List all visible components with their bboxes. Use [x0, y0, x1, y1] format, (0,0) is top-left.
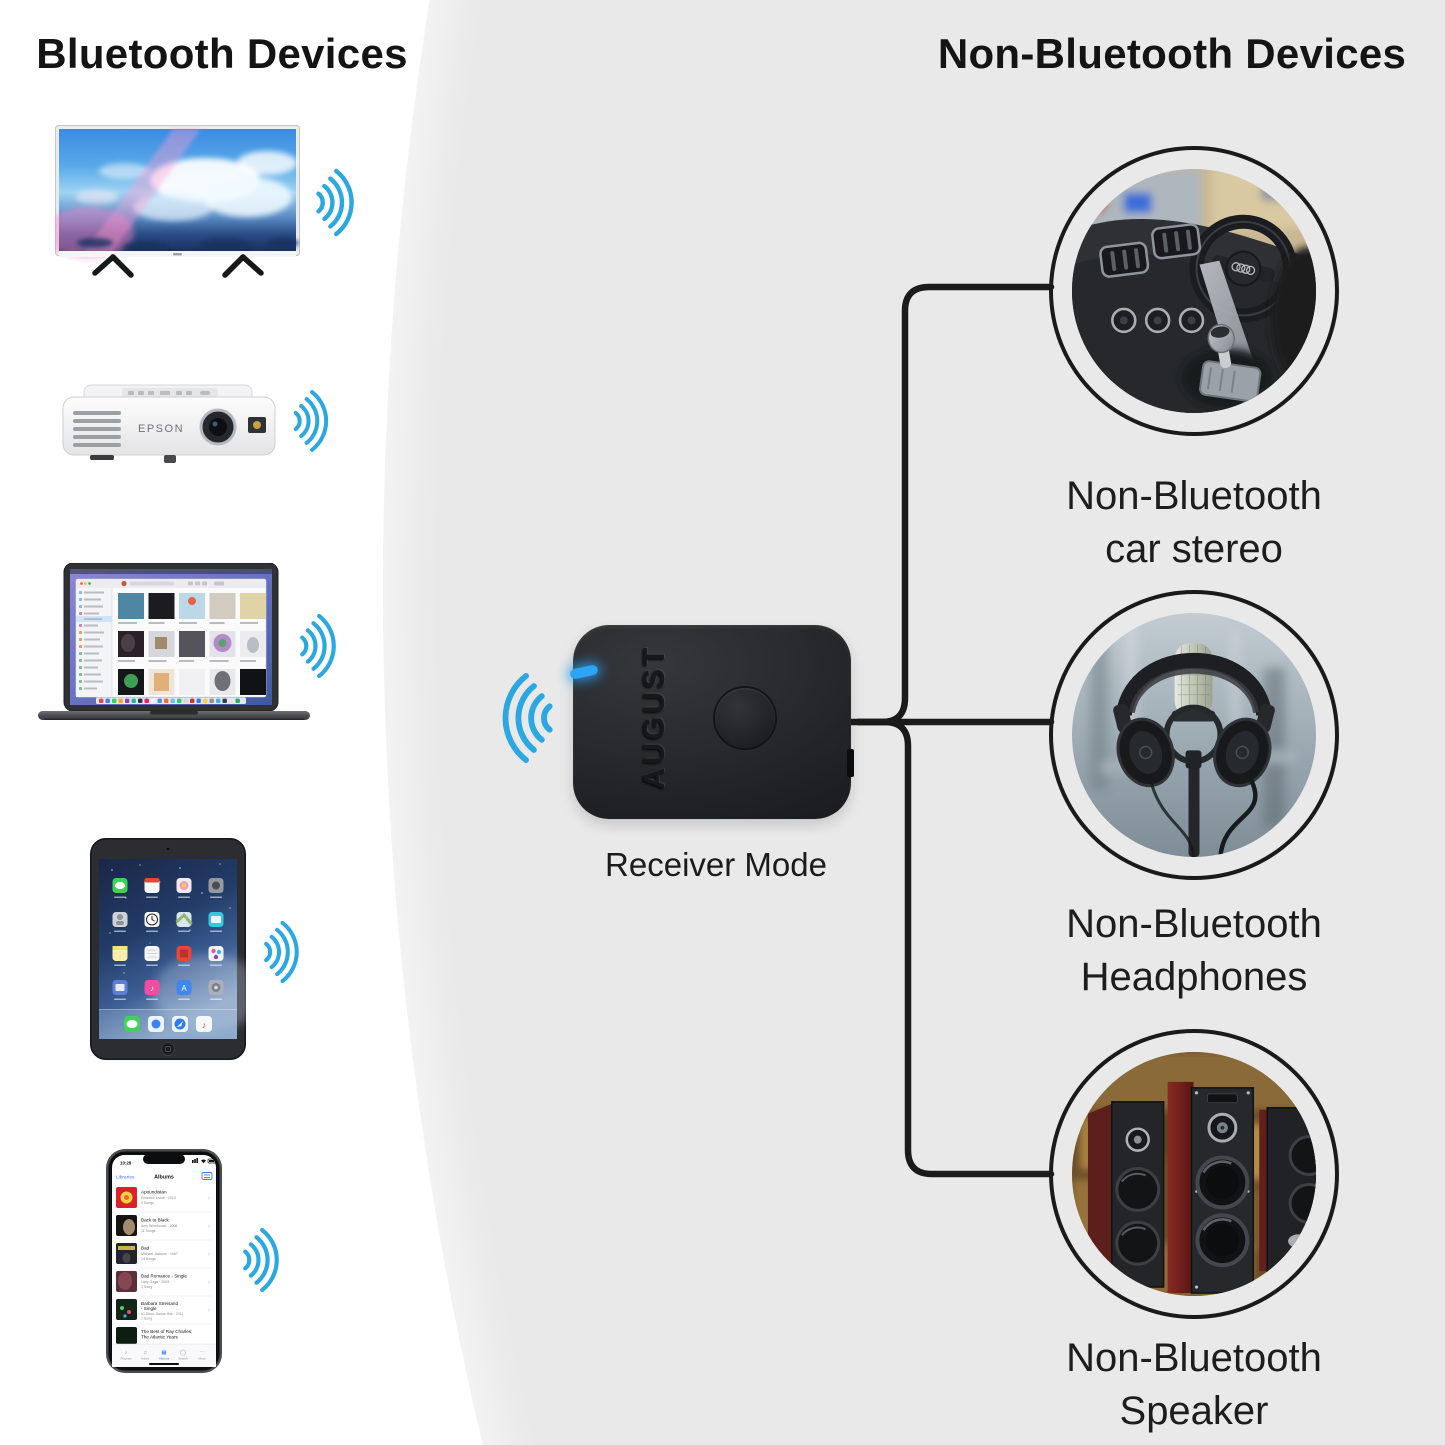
phone-tab-bar: ♪ ♫ ▦ ◯ ⋯ Playlists Artists Albums Searc… — [112, 1343, 216, 1367]
tablet-illustration: ♪ A ♪ — [90, 838, 246, 1060]
album-list: Apoundistan Federico Iovine · 2010 2 Son… — [116, 1187, 212, 1344]
svg-text:♪: ♪ — [150, 984, 154, 993]
phone-illustration: 10:28 Libraries Albums Apoundistan Feder… — [105, 1148, 223, 1374]
signal-waves-icon — [294, 614, 340, 678]
chevron-right-icon: › — [208, 1308, 210, 1314]
svg-text:Amy Winehouse · 2006: Amy Winehouse · 2006 — [141, 1224, 177, 1228]
phone-status-time: 10:28 — [120, 1161, 132, 1166]
svg-text:A: A — [181, 984, 187, 993]
svg-text:Back to Black: Back to Black — [141, 1218, 170, 1223]
signal-waves-icon — [497, 668, 561, 768]
chevron-right-icon: › — [208, 1224, 210, 1230]
projector-brand-label: EPSON — [138, 423, 184, 435]
left-speaker — [1087, 1101, 1165, 1290]
signal-waves-icon — [258, 921, 303, 983]
speaker-circle — [1049, 1029, 1339, 1319]
speaker-label: Non-Bluetooth Speaker — [1066, 1336, 1322, 1433]
receiver-brand-label: AUGUST — [638, 644, 671, 790]
sort-icon — [201, 1172, 213, 1180]
svg-text:Barbara Streisand: Barbara Streisand — [141, 1301, 178, 1306]
aux-port — [847, 749, 854, 777]
headphones-label: Non-Bluetooth Headphones — [1066, 902, 1322, 999]
mode-button — [715, 688, 775, 748]
chevron-right-icon: › — [208, 1196, 210, 1202]
svg-text:More: More — [198, 1357, 205, 1361]
svg-text:Playlists: Playlists — [120, 1357, 132, 1361]
signal-waves-icon — [237, 1228, 283, 1292]
svg-text:♪: ♪ — [125, 1350, 128, 1356]
bluetooth-devices-title: Bluetooth Devices — [36, 30, 408, 77]
signal-waves-icon — [288, 390, 332, 452]
projector-illustration: EPSON — [60, 381, 280, 469]
svg-text:◯: ◯ — [180, 1349, 187, 1356]
svg-text:Artists: Artists — [141, 1357, 150, 1361]
svg-text:Albums: Albums — [159, 1357, 170, 1361]
center-speaker — [1167, 1081, 1255, 1294]
svg-text:14 Songs: 14 Songs — [141, 1257, 156, 1261]
svg-text:2 Songs: 2 Songs — [141, 1201, 154, 1205]
car-stereo-circle — [1049, 146, 1339, 436]
tv-illustration — [55, 125, 300, 283]
car-stereo-label: Non-Bluetooth car stereo — [1066, 474, 1322, 571]
svg-text:▦: ▦ — [161, 1350, 167, 1356]
speaker-photo — [1072, 1052, 1316, 1296]
bluetooth-receiver-device: AUGUST — [569, 625, 854, 819]
right-speaker — [1259, 1107, 1316, 1274]
svg-text:⋯: ⋯ — [199, 1350, 205, 1356]
svg-text:1 Song: 1 Song — [141, 1285, 152, 1289]
laptop-illustration — [38, 563, 310, 725]
svg-text:Apoundistan: Apoundistan — [141, 1190, 167, 1195]
svg-text:#1 Disco Dance Hits · 2011: #1 Disco Dance Hits · 2011 — [141, 1312, 183, 1316]
led-indicator — [569, 664, 599, 680]
svg-text:♪: ♪ — [202, 1020, 207, 1030]
svg-text:Bad: Bad — [141, 1246, 150, 1251]
signal-waves-icon — [310, 167, 358, 238]
svg-text:1 Song: 1 Song — [141, 1317, 152, 1321]
chevron-right-icon: › — [208, 1252, 210, 1258]
phone-nav-title: Albums — [154, 1175, 174, 1181]
svg-text:Search: Search — [178, 1357, 188, 1361]
svg-text:Michael Jackson · 1987: Michael Jackson · 1987 — [141, 1252, 178, 1256]
svg-text:Federico Iovine · 2010: Federico Iovine · 2010 — [141, 1196, 176, 1200]
receiver-mode-label: Receiver Mode — [605, 846, 827, 883]
svg-text:Lady Gaga · 2009: Lady Gaga · 2009 — [141, 1280, 169, 1284]
svg-text:♫: ♫ — [143, 1350, 147, 1356]
chevron-right-icon: › — [208, 1280, 210, 1286]
car-stereo-photo — [1072, 169, 1316, 413]
svg-text:Bad Romance - Single: Bad Romance - Single — [141, 1274, 187, 1279]
svg-text:The Best of Ray Charles:: The Best of Ray Charles: — [141, 1329, 192, 1334]
svg-text:- Single: - Single — [141, 1306, 157, 1311]
svg-text:The Atlantic Years: The Atlantic Years — [141, 1335, 178, 1340]
headphones-photo — [1072, 613, 1316, 857]
non-bluetooth-devices-title: Non-Bluetooth Devices — [937, 30, 1407, 77]
headphones-circle — [1049, 590, 1339, 880]
phone-nav-back: Libraries — [116, 1175, 135, 1181]
svg-text:11 Songs: 11 Songs — [141, 1229, 156, 1233]
